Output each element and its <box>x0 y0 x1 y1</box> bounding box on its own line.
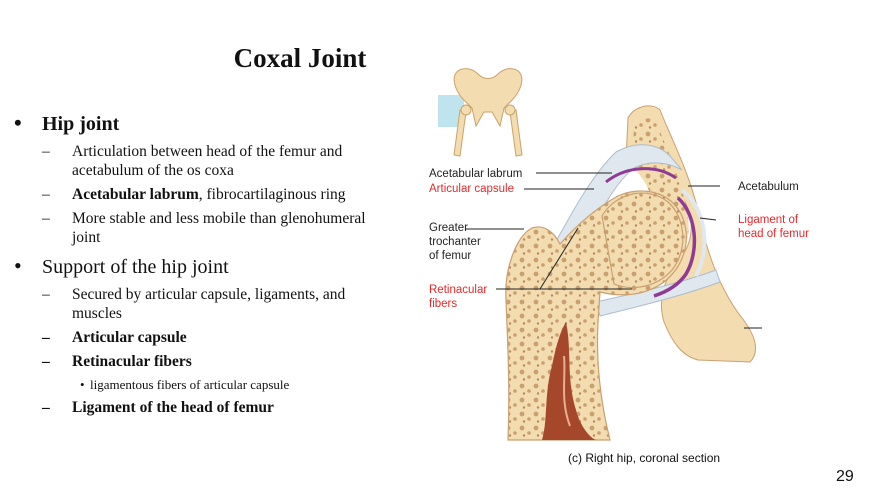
acetabular-labrum-arc <box>605 167 677 184</box>
subpoint-articular-capsule: Articular capsule <box>14 328 394 347</box>
page-number: 29 <box>836 468 854 485</box>
subpoint-articulation-line1: Articulation between head of the femur a… <box>72 143 343 160</box>
subpoint-stability: More stable and less mobile than glenohu… <box>14 209 394 247</box>
marrow-cavity <box>542 322 596 440</box>
hip-joint-subpoints: Articulation between head of the femur a… <box>14 142 394 247</box>
bullet-support: Support of the hip joint <box>14 254 394 279</box>
subpoint-retinacular-fibers: Retinacular fibers <box>14 352 394 371</box>
subpoint-acetabular-labrum-bold: Acetabular labrum <box>72 186 199 203</box>
subpoint-acetabular-labrum: Acetabular labrum, fibrocartilaginous ri… <box>14 185 394 204</box>
subpoint-stability-line2: joint <box>72 229 101 246</box>
femoral-head <box>601 192 684 289</box>
ligament-head-femur-arc <box>653 196 697 298</box>
bullet-list: Hip joint Articulation between head of t… <box>14 111 394 425</box>
label-ligament-head-femur-line2: head of femur <box>738 228 809 240</box>
label-ligament-head-femur-line1: Ligament of <box>738 214 799 226</box>
subpoint-secured-line1: Secured by articular capsule, ligaments,… <box>72 286 346 303</box>
subpoint-ligament-head-femur: Ligament of the head of femur <box>14 398 394 417</box>
label-greater-trochanter-line1: Greater <box>429 222 468 234</box>
label-greater-trochanter-line3: of femur <box>429 250 472 262</box>
subpoint-articulation-line2: acetabulum of the os coxa <box>72 162 234 179</box>
label-ligament-head-femur: Ligament of head of femur <box>738 213 809 241</box>
support-subpoints: Secured by articular capsule, ligaments,… <box>14 285 394 417</box>
subpoint-secured: Secured by articular capsule, ligaments,… <box>14 285 394 323</box>
subpoint-articulation: Articulation between head of the femur a… <box>14 142 394 180</box>
leader-lines <box>465 172 762 329</box>
figure-caption: (c) Right hip, coronal section <box>568 451 721 465</box>
bullet-hip-joint: Hip joint <box>14 111 394 136</box>
label-retinacular-fibers: Retinacular fibers <box>429 283 487 311</box>
subpoint-stability-line1: More stable and less mobile than glenohu… <box>72 210 366 227</box>
label-greater-trochanter: Greater trochanter of femur <box>429 221 481 263</box>
label-acetabulum: Acetabulum <box>738 181 799 193</box>
label-articular-capsule: Articular capsule <box>429 183 515 195</box>
label-retinacular-fibers-line2: fibers <box>429 298 458 310</box>
acetabulum-cartilage <box>680 188 707 277</box>
slide-title: Coxal Joint <box>233 43 367 73</box>
marrow-highlight <box>563 355 571 427</box>
label-acetabular-labrum: Acetabular labrum <box>429 168 523 180</box>
label-greater-trochanter-line2: trochanter <box>429 236 481 248</box>
subpoint-ligamentous-fibers: ligamentous fibers of articular capsule <box>14 376 394 393</box>
hip-joint-illustration <box>438 68 762 441</box>
subpoint-secured-line2: muscles <box>72 305 122 322</box>
subpoint-acetabular-labrum-rest: , fibrocartilaginous ring <box>198 186 346 203</box>
pelvis-thumbnail-icon <box>438 68 523 157</box>
label-retinacular-fibers-line1: Retinacular <box>429 284 488 296</box>
